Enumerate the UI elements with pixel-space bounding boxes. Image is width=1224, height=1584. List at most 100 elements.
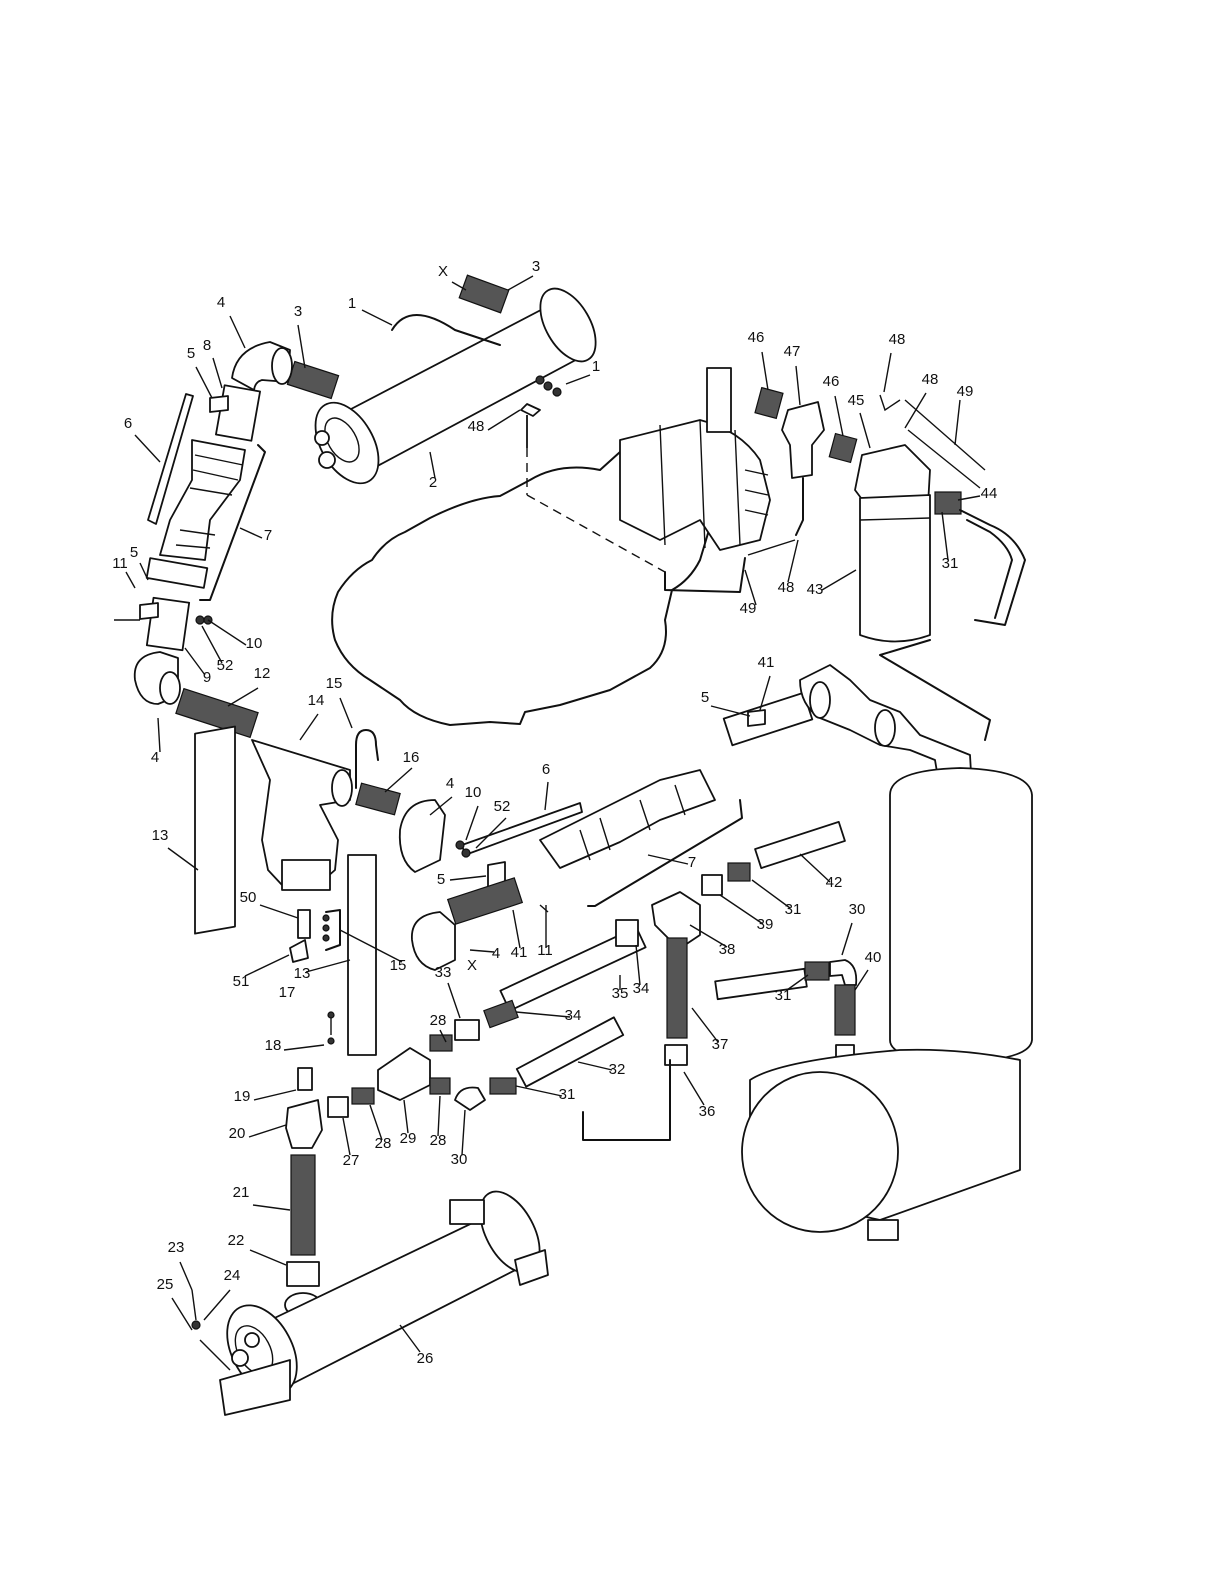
callout-label: 45 [848, 392, 865, 409]
callout-label: 21 [233, 1184, 250, 1201]
callout-label: 31 [775, 987, 792, 1004]
callout-label: 28 [430, 1132, 447, 1149]
callout-label: 31 [559, 1086, 576, 1103]
elbow-4-mid [400, 800, 445, 872]
callout-label: 20 [229, 1125, 246, 1142]
fitting-19 [298, 1068, 312, 1090]
callout-label: 48 [922, 371, 939, 388]
elbow-30-lower [455, 1088, 485, 1111]
callout-label: 46 [748, 329, 765, 346]
callout-label: 39 [757, 916, 774, 933]
nipple-28-a [430, 1035, 452, 1051]
fitting-31-b [490, 1078, 516, 1094]
strainer-base [282, 860, 330, 890]
callout-label: 48 [889, 331, 906, 348]
callout-label: 34 [565, 1007, 582, 1024]
callout-label: 17 [279, 984, 296, 1001]
callout-label: 38 [719, 941, 736, 958]
callout-label: 31 [785, 901, 802, 918]
callout-label: 42 [826, 874, 843, 891]
callout-label: 28 [375, 1135, 392, 1152]
nipple-3-left [287, 361, 338, 398]
hose-31-right [960, 510, 1025, 625]
filter-bowl-43 [860, 495, 930, 642]
callout-label: 28 [430, 1012, 447, 1029]
nipple-16 [356, 783, 400, 815]
boss-top-exchanger [450, 1200, 484, 1224]
receiver-tank [890, 768, 1032, 1062]
callout-label: 47 [784, 343, 801, 360]
callout-label: 25 [157, 1276, 174, 1293]
callout-label: 19 [234, 1088, 251, 1105]
fitting-34-a [616, 920, 638, 946]
pipe-41-lower [448, 878, 523, 924]
callout-label: 1 [348, 295, 356, 312]
callout-label: 13 [152, 827, 169, 844]
callout-label: 30 [849, 901, 866, 918]
callout-label: 2 [429, 474, 437, 491]
callout-label: 43 [807, 581, 824, 598]
callout-label: 4 [151, 749, 159, 766]
callout-label: 40 [865, 949, 882, 966]
callout-label: 52 [494, 798, 511, 815]
callout-label: 35 [612, 985, 629, 1002]
callout-label: 52 [217, 657, 234, 674]
tee-38 [652, 892, 700, 945]
callout-label: 30 [451, 1151, 468, 1168]
callout-label: X [467, 957, 477, 974]
tube-32 [517, 1017, 624, 1086]
callout-label: 41 [511, 944, 528, 961]
callout-label: 9 [203, 669, 211, 686]
bushing-36 [665, 1045, 687, 1065]
callout-label: 31 [942, 555, 959, 572]
callout-label: 26 [417, 1350, 434, 1367]
callout-label: 12 [254, 665, 271, 682]
callout-label: 3 [532, 258, 540, 275]
fitting-33 [455, 1020, 479, 1040]
callout-label: 14 [308, 692, 325, 709]
callout-label: X [438, 263, 448, 280]
nipple-46-a [755, 388, 783, 419]
callout-label: 10 [246, 635, 263, 652]
fitting-39 [702, 875, 722, 895]
pipe-40 [835, 985, 855, 1035]
fitting-44 [935, 492, 961, 514]
callout-label: 29 [400, 1130, 417, 1147]
callout-label: 50 [240, 889, 257, 906]
callout-label: 5 [437, 871, 445, 888]
callout-label: 8 [203, 337, 211, 354]
callout-label: 34 [633, 980, 650, 997]
callout-label: 5 [130, 544, 138, 561]
nipple-3-top [459, 275, 509, 313]
callout-label: 51 [233, 973, 250, 990]
bracket-13-right [348, 855, 376, 1055]
callout-label: 33 [435, 964, 452, 981]
nut-washer-group [536, 376, 561, 396]
callout-label: 44 [981, 485, 998, 502]
fitting-31-a [728, 863, 750, 881]
bushing-22 [287, 1262, 319, 1286]
callout-label: 48 [468, 418, 485, 435]
callout-label: 10 [465, 784, 482, 801]
bracket-5-top [210, 396, 228, 412]
callout-label: 4 [446, 775, 454, 792]
elbow-4-x [412, 912, 455, 970]
callout-label: 5 [187, 345, 195, 362]
motor-mount [707, 368, 731, 432]
fitting-34-b [484, 1000, 518, 1027]
callout-label: 48 [778, 579, 795, 596]
valve-29 [378, 1048, 430, 1100]
callout-label: 37 [712, 1036, 729, 1053]
callout-label: 6 [124, 415, 132, 432]
callout-label: 7 [264, 527, 272, 544]
callout-label: 22 [228, 1232, 245, 1249]
fitting-31-c [805, 962, 829, 980]
callout-label: 4 [492, 945, 500, 962]
u-bolt-15 [356, 730, 378, 788]
tube-42 [755, 822, 845, 868]
nipple-28-b [352, 1088, 374, 1104]
callout-label: 11 [112, 555, 128, 572]
callout-label: 16 [403, 749, 420, 766]
